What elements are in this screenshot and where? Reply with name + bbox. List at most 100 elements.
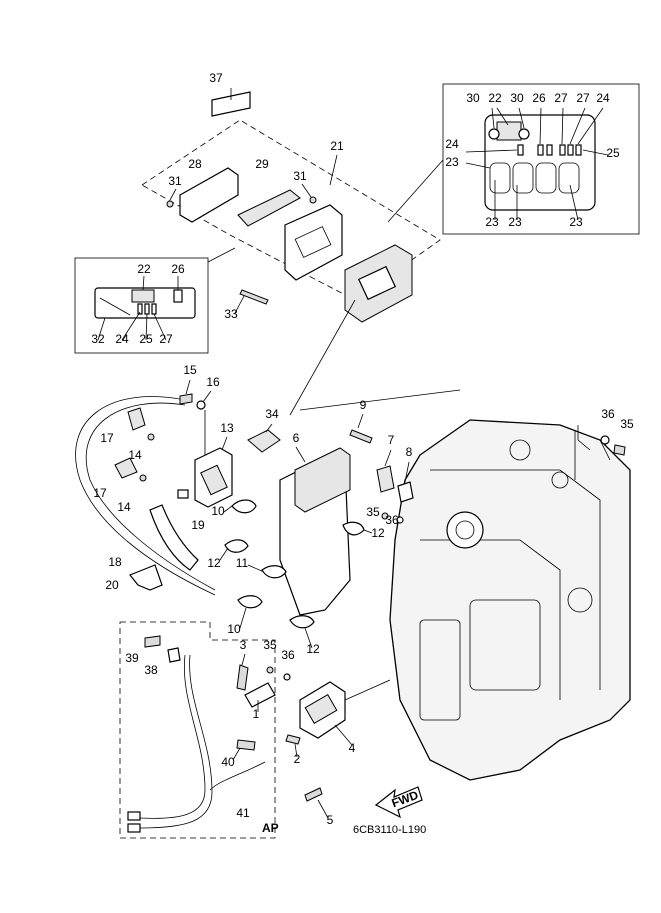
callout-c35b: 35: [366, 505, 380, 519]
callout-c23a: 23: [445, 155, 459, 169]
grommet-34: [247, 429, 281, 453]
collar-8: [397, 481, 414, 503]
callout-c7: 7: [388, 433, 395, 447]
callout-c12a: 12: [371, 526, 385, 540]
clamp-20: [129, 564, 163, 591]
callout-c36c: 36: [281, 648, 295, 662]
bolt-9: [349, 429, 373, 444]
callout-c22a: 22: [137, 262, 151, 276]
callout-c6: 6: [293, 431, 300, 445]
callout-c28: 28: [188, 157, 202, 171]
callout-c21: 21: [330, 139, 344, 153]
bolt-40: [236, 739, 256, 751]
callout-c22b: 22: [488, 91, 502, 105]
bolt-3: [236, 664, 249, 691]
callout-c8: 8: [406, 445, 413, 459]
callout-c37: 37: [209, 71, 223, 85]
callout-c10b: 10: [227, 622, 241, 636]
callout-c9: 9: [360, 398, 367, 412]
sensor-17b: [114, 457, 138, 479]
callout-c12b: 12: [207, 556, 221, 570]
bolt-31b: [309, 196, 317, 204]
callout-c26a: 26: [171, 262, 185, 276]
callout-c19: 19: [191, 518, 205, 532]
ecu-harness: [237, 189, 301, 227]
washer-36: [600, 435, 610, 445]
callout-c32: 32: [91, 332, 105, 346]
bolt-31a: [166, 200, 174, 208]
callout-c31b: 31: [293, 169, 307, 183]
callout-c3: 3: [240, 638, 247, 652]
bolt-2: [285, 734, 301, 745]
screw-33: [239, 289, 269, 305]
bolt-5: [304, 787, 323, 802]
clip-10b: [237, 595, 263, 609]
ap-label: AP: [262, 821, 279, 835]
callout-c14a: 14: [128, 448, 142, 462]
ap-group-outline: [119, 621, 276, 839]
callout-c17a: 17: [100, 431, 114, 445]
wire-harness: [75, 396, 216, 596]
callout-c25b: 25: [606, 146, 620, 160]
washer-16: [196, 400, 206, 410]
callout-c34: 34: [265, 407, 279, 421]
callout-c36a: 36: [601, 407, 615, 421]
callout-c24b: 24: [596, 91, 610, 105]
callout-c14b: 14: [117, 500, 131, 514]
callout-c17b: 17: [93, 486, 107, 500]
battery-cable-41: [139, 654, 206, 819]
clip-11: [261, 565, 287, 579]
holder-1: [244, 682, 276, 708]
callout-c26b: 26: [532, 91, 546, 105]
callout-c1: 1: [253, 707, 260, 721]
bolt-39: [144, 635, 161, 648]
label-plate: [211, 91, 251, 117]
callout-c13: 13: [220, 421, 234, 435]
bolt-35: [613, 444, 626, 456]
callout-c23b: 23: [485, 215, 499, 229]
callout-c40: 40: [221, 755, 235, 769]
engine-block: [389, 419, 631, 781]
callout-c41: 41: [236, 806, 250, 820]
inset-box-left: [74, 257, 209, 354]
callout-c29: 29: [255, 157, 269, 171]
callout-c12c: 12: [306, 642, 320, 656]
bolt-15: [179, 393, 193, 405]
callout-c23c: 23: [508, 215, 522, 229]
callout-c27c: 27: [576, 91, 590, 105]
callout-c18: 18: [108, 555, 122, 569]
callout-c35c: 35: [263, 638, 277, 652]
callout-c31a: 31: [168, 174, 182, 188]
terminal-38: [167, 647, 181, 663]
callout-c27a: 27: [159, 332, 173, 346]
callout-c36b: 36: [385, 513, 399, 527]
fwd-arrow-icon: [374, 786, 423, 819]
callout-c16: 16: [206, 375, 220, 389]
callout-c20: 20: [105, 578, 119, 592]
callout-c23d: 23: [569, 215, 583, 229]
callout-c15: 15: [183, 363, 197, 377]
clip-12b: [224, 539, 249, 553]
diagram-code: 6CB3110-L190: [353, 824, 426, 836]
ecu-cover: [179, 167, 239, 223]
sensor-17a: [127, 407, 146, 431]
callout-c27b: 27: [554, 91, 568, 105]
callout-c33: 33: [224, 307, 238, 321]
inset-box-right: [442, 83, 640, 235]
callout-c24a: 24: [115, 332, 129, 346]
callout-c24c: 24: [445, 137, 459, 151]
callout-c35a: 35: [620, 417, 634, 431]
callout-c39: 39: [125, 651, 139, 665]
ecu-bracket: [284, 204, 343, 281]
callout-c11: 11: [236, 556, 249, 570]
callout-c25a: 25: [139, 332, 153, 346]
callout-c5: 5: [327, 813, 334, 827]
clip-10a: [231, 499, 257, 514]
callout-c4: 4: [349, 741, 356, 755]
callout-c30b: 30: [510, 91, 524, 105]
clip-12c: [289, 615, 315, 629]
callout-c10a: 10: [211, 504, 225, 518]
callout-c38: 38: [144, 663, 158, 677]
